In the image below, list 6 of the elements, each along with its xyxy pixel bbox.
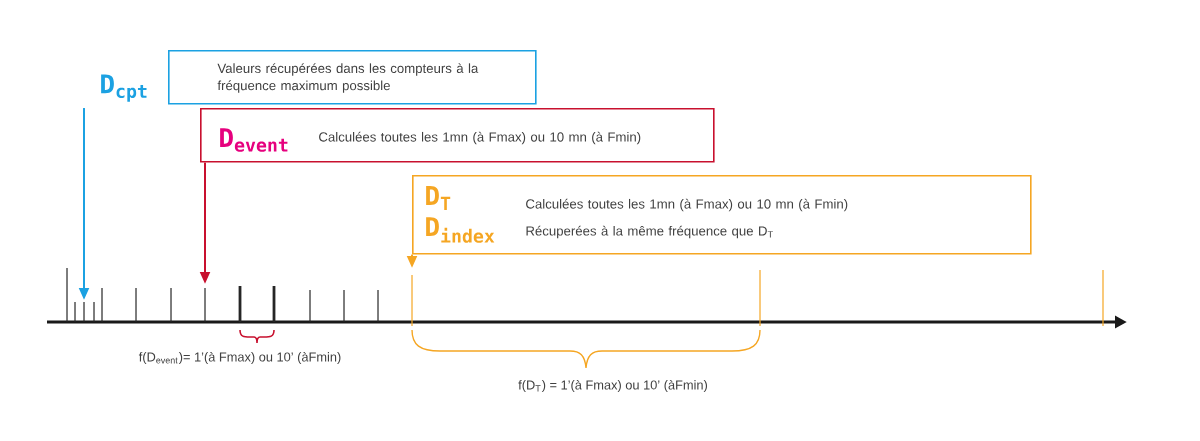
text-box: Valeurs récupérées dans les compteurs à la fréquence maximum possible xyxy=(168,50,537,105)
interval-label: f(D$_{event}$)= 1’(à Fmax) ou 10’ (àFmin) xyxy=(138,352,341,365)
interval-label: f(D$_{T}$) = 1’(à Fmax) ou 10’ (àFmin) xyxy=(518,380,707,393)
variable-label: D$_{cpt}$ xyxy=(101,74,147,102)
text-box: D$_{T}$ D$_{index}$ Calculées toutes les 1mn (à Fmax) ou 10 mn (à Fmin) Récuperées à la même fréquence que D$_{T}$ xyxy=(412,175,1032,255)
text-box: D$_{event}$ Calculées toutes les 1mn (à Fmax) ou 10 mn (à Fmin) xyxy=(200,108,715,163)
